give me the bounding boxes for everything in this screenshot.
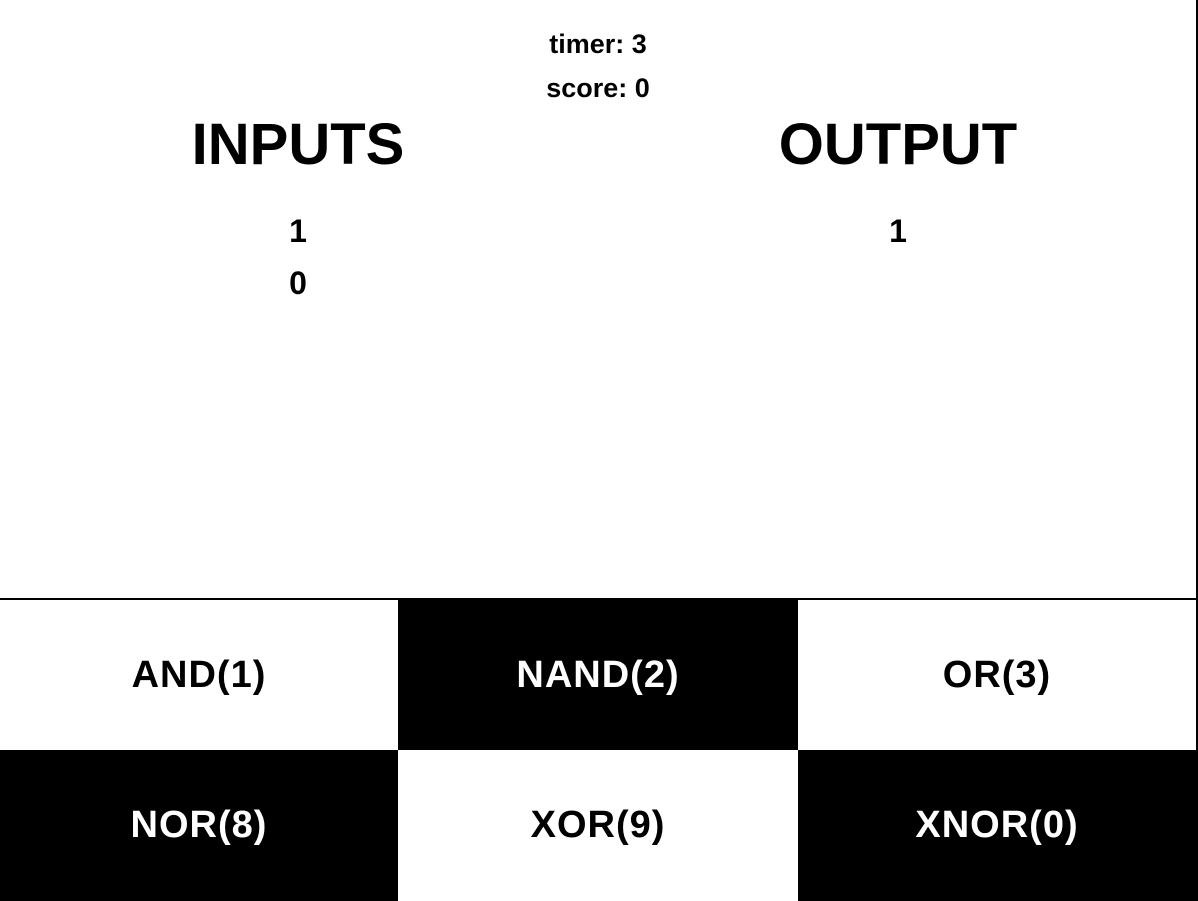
xor-gate-button[interactable]: XOR(9) <box>398 750 798 901</box>
output-list: 1 <box>688 205 1108 257</box>
timer-display: timer: 3 <box>549 29 647 59</box>
score-display: score: 0 <box>546 73 650 103</box>
nand-gate-button[interactable]: NAND(2) <box>398 600 798 750</box>
and-gate-button[interactable]: AND(1) <box>0 600 398 750</box>
or-gate-button[interactable]: OR(3) <box>798 600 1196 750</box>
nor-gate-button[interactable]: NOR(8) <box>0 750 398 901</box>
output-value: 1 <box>889 213 907 249</box>
input-value-2: 0 <box>289 265 307 301</box>
inputs-heading: INPUTS <box>191 112 405 177</box>
inputs-list: 1 0 <box>88 205 508 309</box>
xnor-gate-button[interactable]: XNOR(0) <box>798 750 1196 901</box>
gate-button-grid: AND(1) NAND(2) OR(3) NOR(8) XOR(9) XNOR(… <box>0 598 1196 901</box>
output-heading: OUTPUT <box>778 112 1018 177</box>
input-value-1: 1 <box>289 213 307 249</box>
